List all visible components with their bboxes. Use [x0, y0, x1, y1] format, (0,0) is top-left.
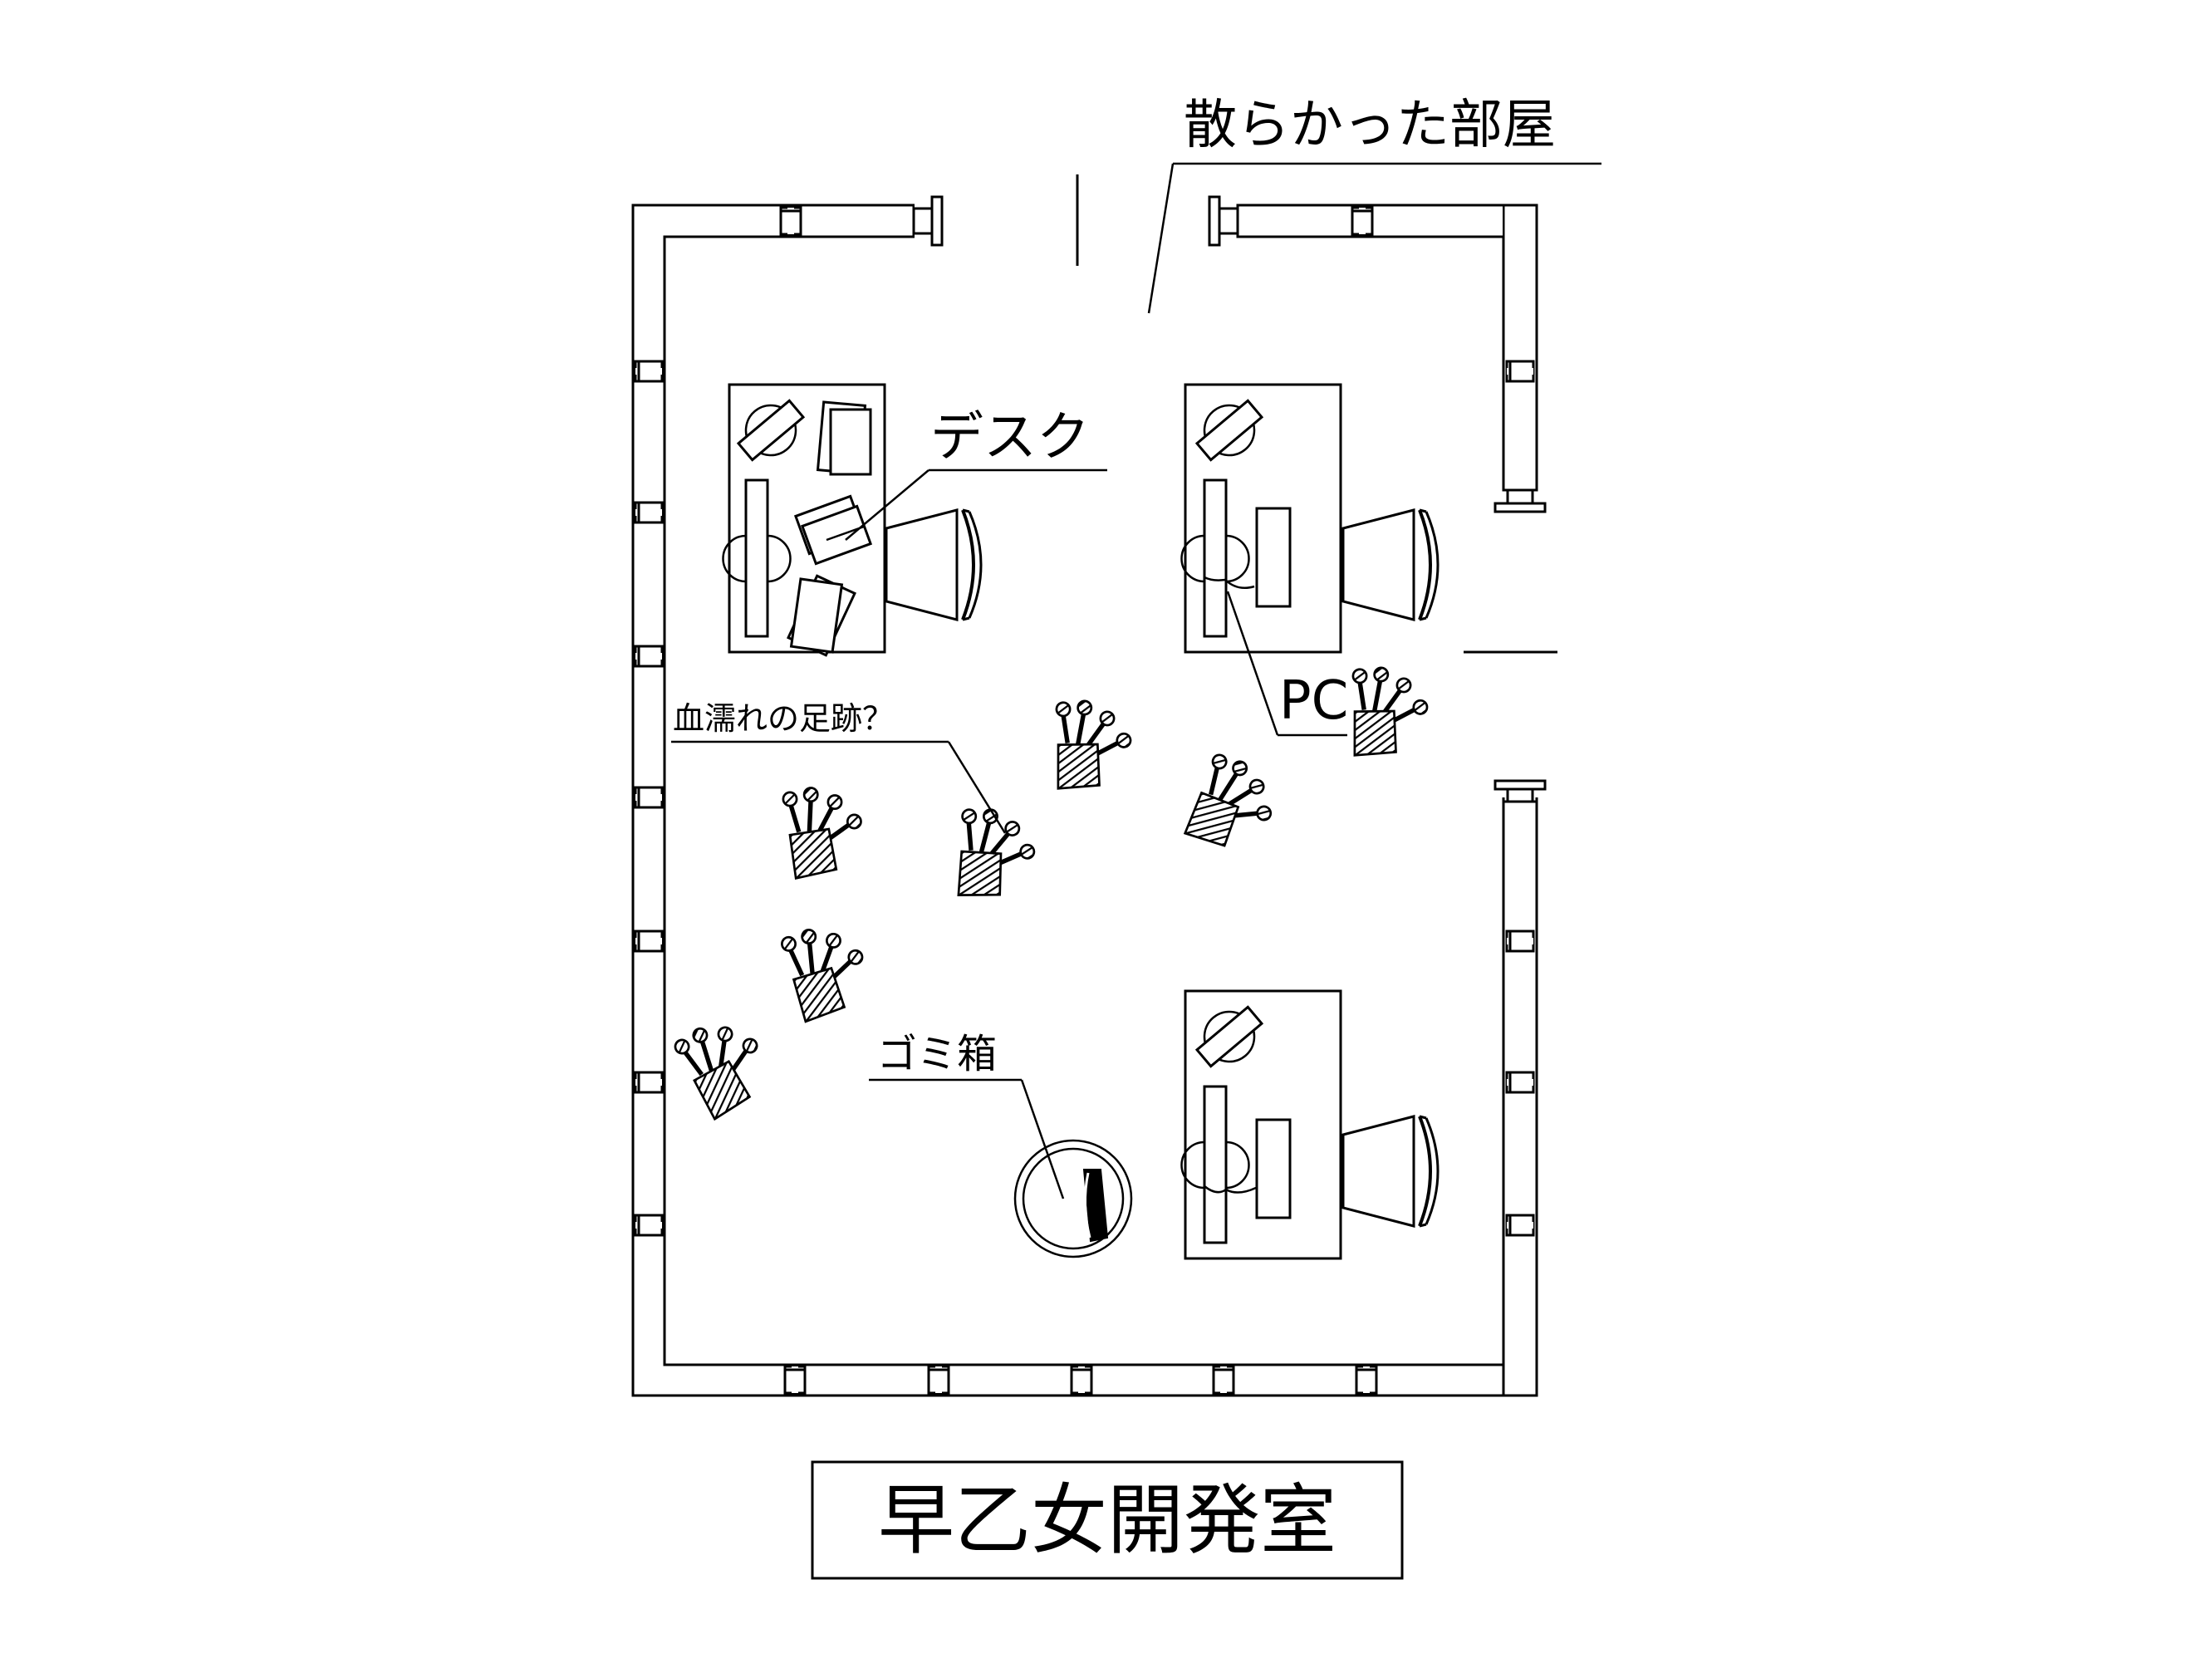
trash-label: ゴミ箱	[877, 1031, 997, 1077]
monitor-icon	[1255, 1118, 1292, 1219]
desk-pc	[1180, 383, 1440, 654]
monitor-icon	[1255, 507, 1292, 608]
footprint-icon	[672, 1012, 776, 1123]
desk-label: デスク	[930, 407, 1090, 468]
footprints-label: 血濡れの足跡？	[673, 700, 894, 737]
room-name-title: 早乙女開発室	[878, 1476, 1337, 1565]
desk-pc-lower	[1180, 989, 1440, 1260]
footprint-icon	[1174, 748, 1287, 866]
chair-icon	[885, 508, 983, 621]
pc-label: PC	[1279, 670, 1348, 732]
footprint-icon	[1046, 697, 1135, 797]
footprint-icon	[783, 788, 861, 879]
trash-bin-icon	[1013, 1139, 1133, 1258]
chair-icon	[1341, 508, 1440, 621]
room-state-label: 散らかった部屋	[1184, 95, 1556, 156]
wall-end-caps	[912, 195, 1547, 803]
chair-icon	[1341, 1115, 1440, 1228]
door-icon	[1076, 174, 1557, 654]
footprint-icon	[1342, 664, 1432, 764]
desk-papers	[722, 383, 983, 657]
footprint-icon	[946, 804, 1041, 909]
leader-lines	[671, 162, 1601, 1199]
footprint-icon	[781, 923, 871, 1023]
room-name-box: 早乙女開発室	[811, 1460, 1404, 1580]
